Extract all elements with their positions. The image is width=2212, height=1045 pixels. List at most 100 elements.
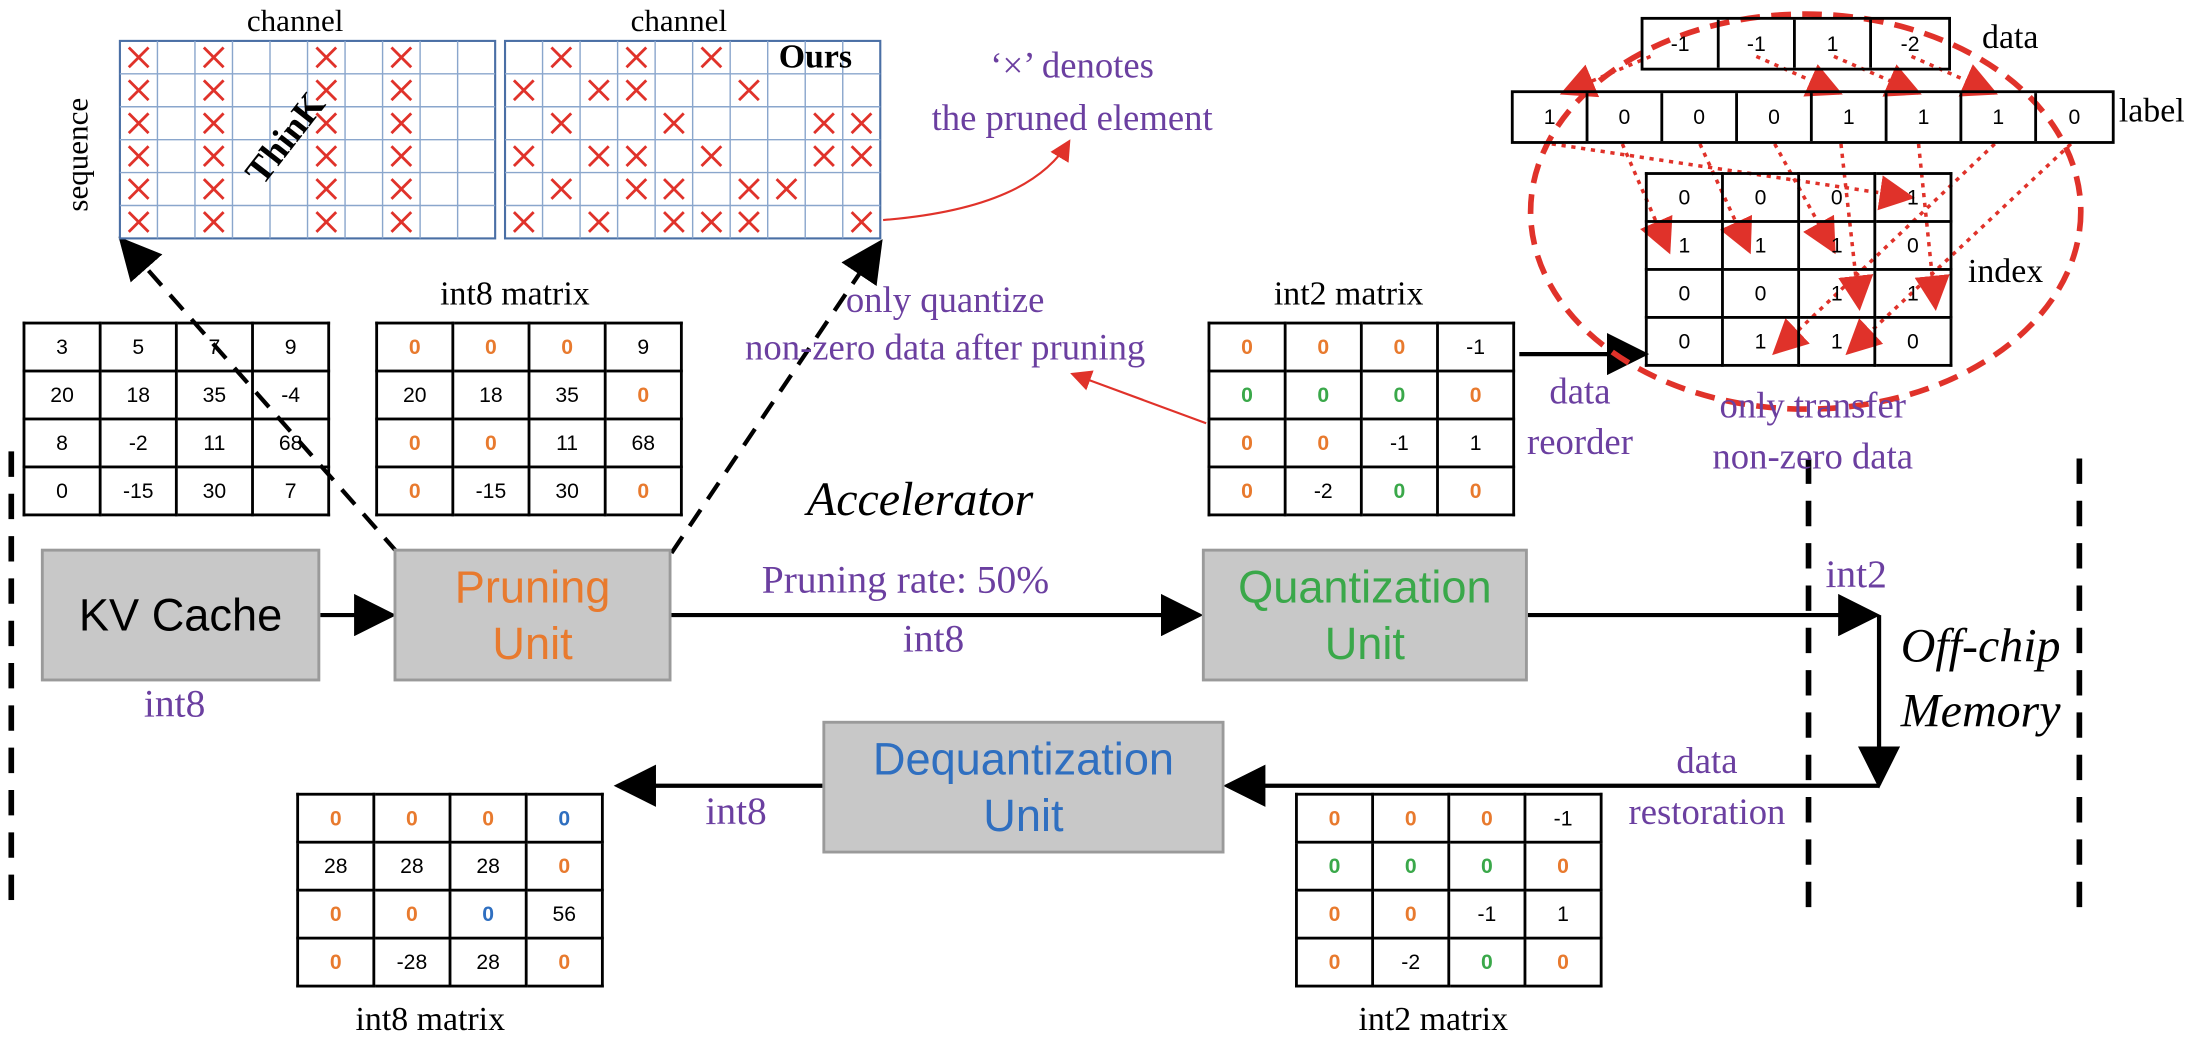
matrix-cell: 0 <box>1295 840 1375 892</box>
matrix-cell: 68 <box>251 417 331 469</box>
pruned-cross-icon <box>625 79 648 102</box>
matrix-cell: 0 <box>1283 321 1363 373</box>
pruned-cross-icon <box>700 211 723 233</box>
matrix-cell: 0 <box>603 369 683 421</box>
matrix-cell: 0 <box>1436 465 1516 517</box>
reorder-ellipse <box>1527 11 2084 412</box>
legend-line1: ‘×’ denotes <box>990 45 1154 87</box>
pruned-cross-icon <box>127 178 150 200</box>
matrix-cell: 0 <box>524 936 604 988</box>
pruned-cross-icon <box>127 46 150 69</box>
matrix-cell: 3 <box>22 321 102 373</box>
matrix-cell: 0 <box>1359 465 1439 517</box>
data-restoration-line2: restoration <box>1628 791 1786 833</box>
matrix-cell: 0 <box>372 888 452 940</box>
pruned-cross-icon <box>813 112 835 135</box>
think-channel-label: channel <box>246 2 344 39</box>
matrix-cell: 1 <box>1644 220 1724 271</box>
int8-under-kv: int8 <box>143 682 206 727</box>
only-transfer-line1: only transfer <box>1719 385 1906 427</box>
pruned-cross-icon <box>550 46 573 69</box>
pruned-cross-icon <box>813 145 835 167</box>
matrix-cell: -15 <box>451 465 531 517</box>
matrix-cell: -4 <box>251 369 331 421</box>
pruned-legend: ‘×’ denotes the pruned element <box>903 39 1242 143</box>
matrix-cell: 0 <box>527 321 607 373</box>
only-transfer-note: only transfer non-zero data <box>1679 381 1947 483</box>
kv-cache-unit: KV Cache <box>40 548 321 682</box>
matrix-cell: -2 <box>1283 465 1363 517</box>
only-transfer-line2: non-zero data <box>1712 435 1914 477</box>
pruned-cross-icon <box>202 112 225 135</box>
matrix-cell: 0 <box>451 417 531 469</box>
dequant-matrix-title: int8 matrix <box>355 1001 506 1039</box>
matrix-cell: 30 <box>174 465 254 517</box>
red-arrow-quantize-note <box>1070 370 1207 425</box>
pruned-cross-icon <box>738 79 760 102</box>
data-reorder-line2: reorder <box>1527 421 1633 463</box>
pruned-cross-icon <box>625 46 648 69</box>
legend-line2: the pruned element <box>931 97 1213 139</box>
matrix-cell: 30 <box>527 465 607 517</box>
matrix-cell: 7 <box>174 321 254 373</box>
restored-matrix-title: int2 matrix <box>1358 1001 1509 1039</box>
pruned-cross-icon <box>850 211 873 233</box>
matrix-cell: 0 <box>1371 840 1451 892</box>
reorder-cell: 0 <box>2068 105 2081 130</box>
matrix-cell: 0 <box>22 465 102 517</box>
matrix-cell: 20 <box>375 369 455 421</box>
only-quantize-note: only quantize non-zero data after prunin… <box>705 276 1185 372</box>
pruned-cross-icon <box>315 211 338 233</box>
matrix-cell: 0 <box>372 792 452 844</box>
matrix-cell: 0 <box>603 465 683 517</box>
matrix-cell: -2 <box>98 417 178 469</box>
quant-matrix-title: int2 matrix <box>1273 276 1424 314</box>
reorder-cell: 1 <box>1514 93 1589 142</box>
pruned-cross-icon <box>550 178 573 200</box>
matrix-cell: 9 <box>251 321 331 373</box>
reorder-cell: 0 <box>1588 93 1664 142</box>
pruned-cross-icon <box>550 112 573 135</box>
pruned-cross-icon <box>625 178 648 200</box>
reorder-cell: 1 <box>1796 19 1872 68</box>
matrix-cell: 0 <box>1447 792 1527 844</box>
matrix-cell: 0 <box>1283 417 1363 469</box>
matrix-cell: 35 <box>527 369 607 421</box>
pruned-cross-icon <box>315 79 338 102</box>
matrix-cell: 1 <box>1797 220 1877 271</box>
red-arrow-legend <box>883 139 1071 222</box>
pruned-cross-icon <box>390 46 413 69</box>
matrix-cell: 0 <box>1359 321 1439 373</box>
matrix-cell: 0 <box>1447 936 1527 988</box>
pruned-cross-icon <box>127 211 150 233</box>
pruned-cross-icon <box>390 112 413 135</box>
matrix-cell: 8 <box>22 417 102 469</box>
ours-channel-label: channel <box>630 2 728 39</box>
accelerator-label: Accelerator <box>806 473 1034 527</box>
pruned-cross-icon <box>512 145 535 167</box>
matrix-cell: 0 <box>1721 268 1801 319</box>
matrix-cell: -1 <box>1523 792 1603 844</box>
reorder-cell: -1 <box>1720 19 1796 68</box>
matrix-cell: 0 <box>296 936 376 988</box>
matrix-cell: 0 <box>524 840 604 892</box>
matrix-cell: -1 <box>1436 321 1516 373</box>
matrix-cell: 0 <box>1371 792 1451 844</box>
pruned-cross-icon <box>315 46 338 69</box>
